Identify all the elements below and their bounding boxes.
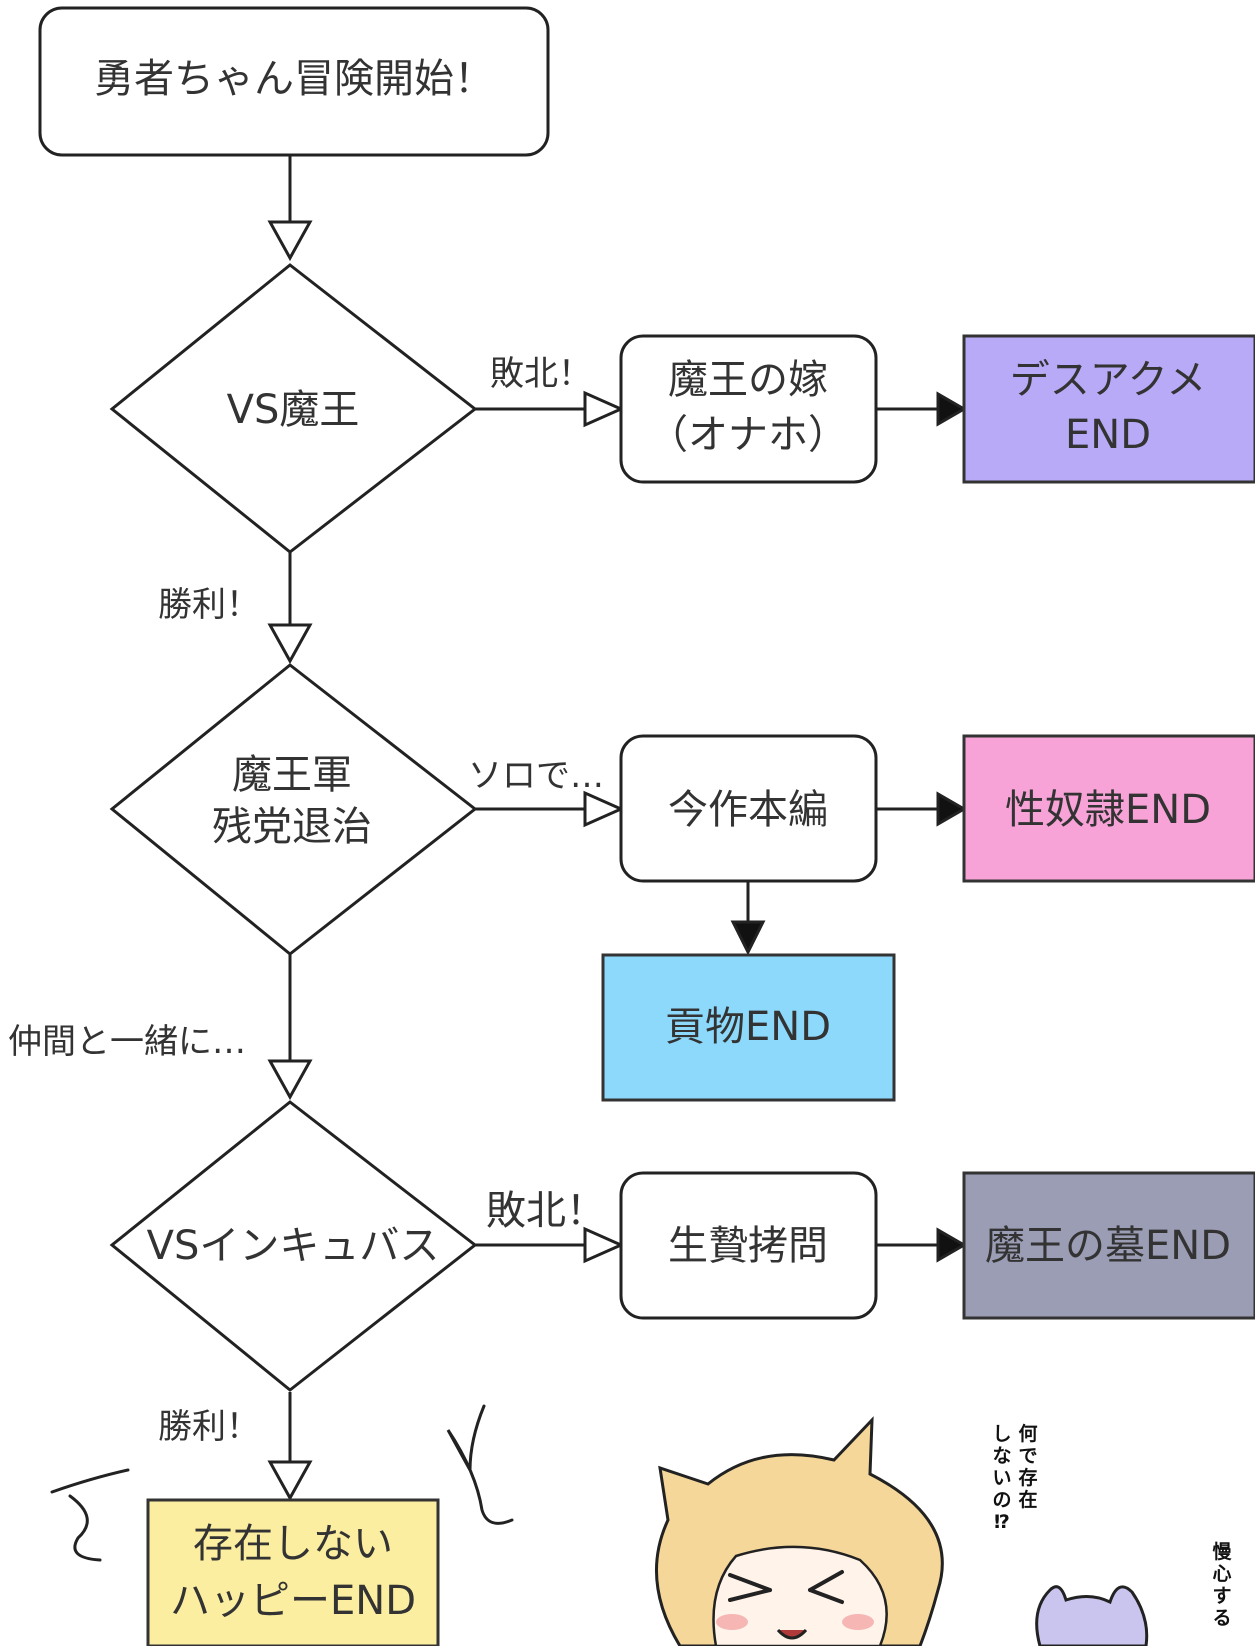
decision-vs-incubus: VSインキュバス	[109, 1100, 478, 1392]
ending-tribute: 貢物END	[601, 953, 896, 1102]
edge-label-defeat-2: 敗北！	[486, 1188, 606, 1234]
solid-arrowhead	[730, 920, 766, 956]
edge-label-party: 仲間と一緒に…	[8, 1022, 246, 1062]
decision-remnant: 魔王軍 残党退治	[109, 663, 478, 956]
open-arrowhead	[267, 1059, 313, 1101]
ending-death-line2: END	[1065, 412, 1151, 458]
open-arrowhead	[267, 220, 313, 262]
node-sacrifice: 生贄拷問	[619, 1171, 878, 1320]
bubble-column-1: 何で存在	[1018, 1422, 1037, 1511]
side-caption-text: 慢心する	[1212, 1540, 1232, 1629]
edge-label-victory-1: 勝利！	[158, 585, 260, 625]
character-blush-right	[842, 1614, 874, 1630]
node-bride-line1: 魔王の嫁	[668, 357, 828, 403]
edge-label-victory-2: 勝利！	[158, 1407, 260, 1447]
character-illustration	[654, 1416, 944, 1646]
ending-tribute-label: 貢物END	[665, 1004, 831, 1050]
node-main-story: 今作本編	[619, 734, 878, 883]
node-bride-line2: （オナホ）	[648, 412, 848, 458]
ending-death-line1: デスアクメ	[1010, 357, 1206, 403]
open-arrowhead	[583, 1226, 625, 1264]
ending-happy: 存在しない ハッピーEND	[146, 1498, 440, 1646]
edge-label-defeat-1: 敗北！	[490, 354, 592, 394]
edge-labels: 敗北！ 勝利！ ソロで… 仲間と一緒に… 敗北！ 勝利！	[8, 354, 606, 1447]
ending-slave-label: 性奴隷END	[1005, 787, 1211, 833]
open-arrowhead	[267, 623, 313, 665]
node-main-story-label: 今作本編	[668, 787, 828, 833]
decision-maou-label: VS魔王	[227, 387, 360, 433]
solid-arrowhead	[936, 391, 968, 427]
ending-happy-line2: ハッピーEND	[170, 1578, 416, 1624]
decision-incubus-label: VSインキュバス	[147, 1223, 440, 1269]
node-bride: 魔王の嫁 （オナホ）	[619, 334, 878, 484]
creature-illustration	[1035, 1585, 1149, 1646]
start-label: 勇者ちゃん冒険開始！	[94, 56, 494, 102]
solid-arrowhead	[936, 1227, 968, 1263]
open-arrowhead	[267, 1460, 313, 1502]
open-arrowhead	[583, 390, 625, 428]
decision-remnant-line1: 魔王軍	[232, 752, 352, 798]
node-sacrifice-label: 生贄拷問	[668, 1223, 828, 1269]
speech-bubble-text: 何で存在 しないの⁉	[992, 1422, 1037, 1533]
ending-happy-line1: 存在しない	[193, 1521, 393, 1567]
decision-vs-maou: VS魔王	[109, 263, 478, 554]
character-blush-left	[716, 1614, 748, 1630]
connectors	[267, 156, 968, 1502]
emphasis-squiggle-left	[50, 1468, 130, 1562]
emphasis-squiggle-right	[446, 1404, 514, 1525]
open-arrowhead	[583, 790, 625, 828]
solid-arrowhead	[936, 791, 968, 827]
character-eye-left	[728, 1573, 772, 1602]
ending-grave: 魔王の墓END	[962, 1171, 1255, 1320]
ending-death: デスアクメ END	[962, 334, 1255, 484]
start-node: 勇者ちゃん冒険開始！	[38, 6, 550, 157]
decision-remnant-line2: 残党退治	[212, 804, 372, 850]
ending-grave-label: 魔王の墓END	[985, 1223, 1231, 1269]
character-mouth	[776, 1628, 808, 1640]
edge-label-solo: ソロで…	[468, 756, 604, 796]
bubble-column-2: しないの⁉	[992, 1423, 1011, 1533]
character-eye-right	[808, 1570, 844, 1604]
side-caption: 慢心する	[1212, 1540, 1232, 1629]
ending-slave: 性奴隷END	[962, 734, 1255, 883]
